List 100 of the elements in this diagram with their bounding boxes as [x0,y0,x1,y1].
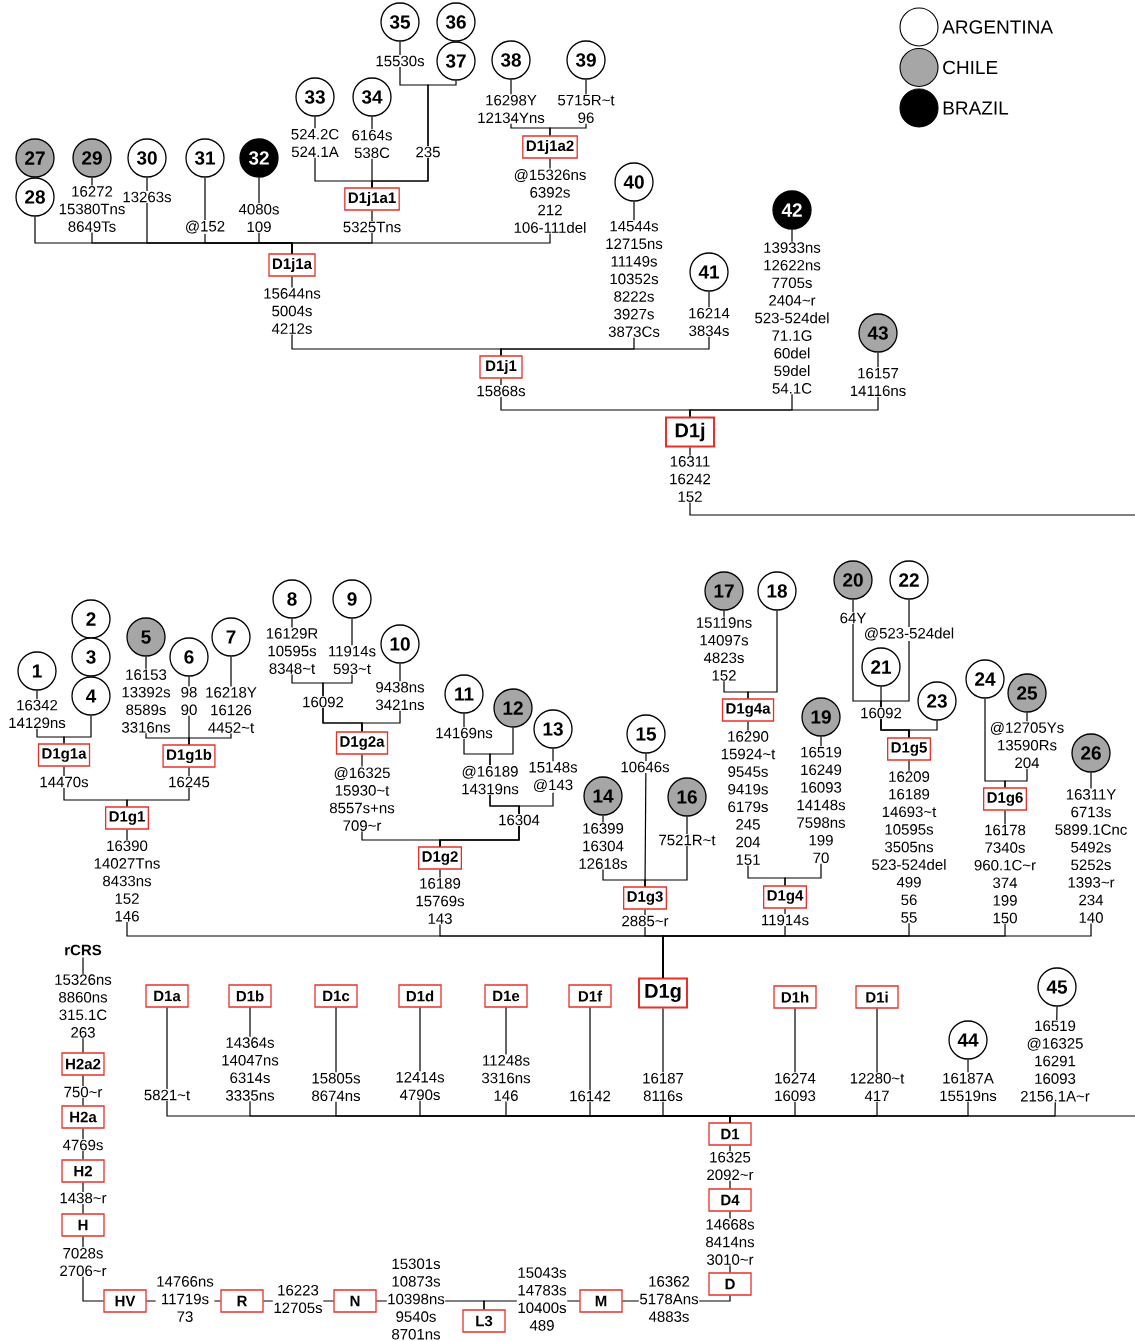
mutation-label: 15326ns 8860ns 315.1C 263 [53,973,113,1039]
haplogroup-box: M [579,1289,623,1313]
mutation-label: 12280~t 417 [849,1072,905,1102]
haplogroup-box: H2a [61,1105,105,1129]
mutation-label: 16142 [568,1090,612,1102]
mutation-label: 7521R~t [657,834,717,846]
mutation-label: 4080s 109 [237,203,281,233]
mutation-label: 16245 [167,776,211,788]
tree-branch [689,446,1135,1123]
mutation-label: @523-524del [863,626,955,642]
tree-branch [747,610,778,699]
haplogroup-box: D1i [855,985,899,1009]
mutation-label: 16218Y 16126 4452~t [204,686,258,734]
mutation-label: @152 [184,219,226,235]
haplogroup-box: D1j1 [479,355,523,379]
mutation-label: 16129R 10595s 8348~t [265,627,319,675]
legend-label: CHILE [943,60,998,75]
mutation-label: 16214 3834s [687,307,731,337]
mutation-label: 9438ns 3421ns [374,681,426,711]
mutation-label: 16187 8116s [641,1072,685,1102]
mutation-label: @16189 14319ns [460,765,520,795]
tree-branch [126,767,190,807]
mutation-label: 16519 @16325 16291 16093 2156.1A~r [1019,1019,1091,1103]
mutation-label: 750~r [63,1086,103,1098]
mutation-label: 16153 13392s 8589s 3316ns [120,668,172,734]
mutation-label: 16519 16249 16093 14148s 7598ns 199 70 [795,746,847,864]
haplogroup-box: D1g4 [763,885,807,909]
mutation-label: 16399 16304 12618s [577,822,629,870]
haplogroup-box: H [61,1213,105,1237]
haplogroup-box: D1g1a [37,743,91,767]
tree-branch [63,715,92,744]
mutation-label: 98 90 [180,686,198,716]
haplogroup-box: N [333,1289,377,1313]
reference-label: rCRS [65,944,102,956]
mutation-label: 11248s 3316ns 146 [480,1054,532,1102]
mutation-label: 14470s [38,776,90,788]
mutation-label: 16298Y 12134Yns [476,94,546,124]
mutation-label: 2885~r [620,915,670,927]
haplogroup-box: D1g1 [105,806,149,830]
haplogroup-box: H2 [61,1159,105,1183]
mutation-label: 16325 2092~r [705,1151,755,1181]
haplogroup-box: D1h [773,985,817,1009]
mutation-label: 13933ns 12622ns 7705s 2404~r 523-524del 71.1G 60del 59del 54.1C [753,241,831,395]
haplogroup-box: L3 [462,1309,506,1333]
mutation-label: 14364s 14047ns 6314s 3335ns [220,1036,280,1102]
tree-branch [644,816,688,887]
haplogroup-box: D1g2a [335,731,389,755]
mutation-label: 16311 16242 152 [668,455,712,503]
legend-label: ARGENTINA [942,20,1053,34]
mutation-label: 5325Tns [342,221,402,233]
haplogroup-box: D [708,1272,752,1296]
haplogroup-box: D1g2 [418,846,462,870]
tree-branch [500,291,710,356]
haplogroup-box: D1d [398,984,442,1008]
mutation-label: 4769s [61,1139,105,1151]
mutation-label: 12414s 4790s [394,1071,446,1101]
mutation-label: 15043s 14783s 10400s 489 [516,1266,568,1332]
tree-branch [371,80,457,188]
mutation-label: 15301s 10873s 10398ns 9540s 8701ns [386,1257,446,1341]
mutation-label: 16187A 15519ns [938,1072,998,1102]
mutation-label: @16325 15930~t 8557s+ns 709~r [328,766,396,832]
mutation-label: 16092 [301,696,345,708]
haplogroup-box: D1g [638,977,688,1009]
haplogroup-box: D1f [568,984,612,1008]
haplogroup-box: D1g4a [721,698,775,722]
mutation-label: 15148s @143 [527,761,579,793]
haplogroup-box: HV [103,1289,147,1313]
mutation-label: 64Y [839,612,867,624]
mutation-label: 15530s [374,55,426,67]
mutation-label: 16223 12705s [272,1284,324,1314]
mutation-label: 10646s [619,761,671,773]
haplogroup-box: D1e [484,984,528,1008]
haplogroup-box: D1j1a [268,253,316,277]
mutation-label: 5715R~t 96 [556,94,616,124]
haplogroup-box: D1g3 [623,886,667,910]
mutation-label: 15119ns 14097s 4823s 152 [695,616,753,682]
mutation-label: 16178 7340s 960.1C~r 374 199 150 [973,824,1037,924]
haplogroup-box: H2a2 [61,1052,105,1076]
haplogroup-box: D1j [665,416,715,448]
haplogroup-box: D1j1a2 [522,135,578,159]
mutation-label: 14668s 8414ns 3010~r [704,1218,756,1266]
legend-label: BRAZIL [943,101,1009,115]
mutation-label: 11914s [760,914,810,926]
haplogroup-box: D1 [708,1122,752,1146]
mutation-label: 16304 [497,814,541,826]
mutation-label: 16274 16093 [773,1072,817,1102]
haplogroup-box: D1b [228,984,272,1008]
mutation-label: 235 [414,146,442,158]
mutation-label: 14766ns 11719s 73 [155,1275,215,1323]
mutation-label: 16157 14116ns [849,367,907,397]
haplogroup-box: D1g1b [162,744,216,768]
mutation-label: 16311Y 6713s 5899.1Cnc 5492s 5252s 1393~r 234 140 [1054,788,1128,924]
haplogroup-box: D1a [145,984,189,1008]
mutation-label: 6164s 538C [350,129,394,159]
mutation-label: 16390 14027Tns 8433ns 152 146 [93,839,161,923]
mutation-label: 524.2C 524.1A [290,128,340,158]
mutation-label: 7028s 2706~r [58,1247,108,1277]
haplogroup-box: D1c [314,984,358,1008]
haplogroup-box: D1j1a1 [344,187,400,211]
mutation-label: 15644ns 5004s 4212s [262,287,322,335]
